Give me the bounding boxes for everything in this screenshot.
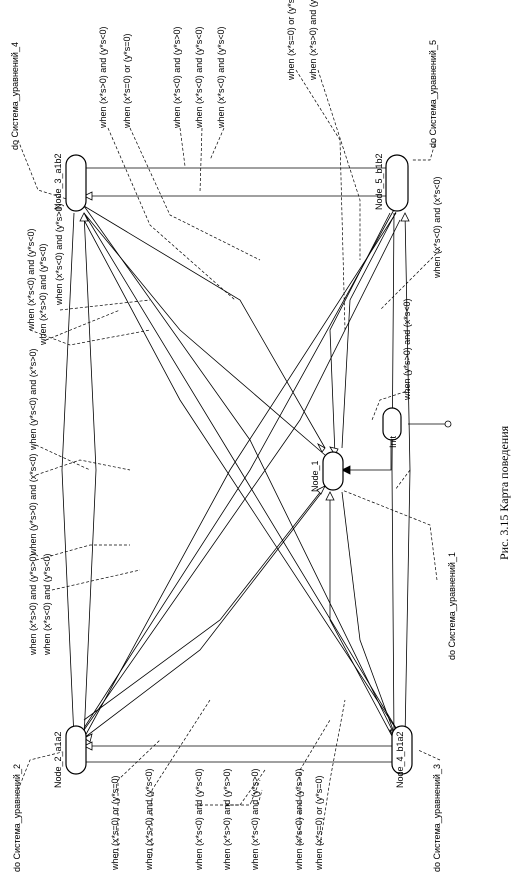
cond-top-4: when (x*s<0) and (y*s<0) (194, 26, 204, 129)
edge-n1-n5 (341, 211, 397, 449)
cond-bot-1: when (x*s=0) or (y*s=0) (110, 775, 120, 871)
cond-top-6: when (x*s=0) or (y*s=0) (286, 0, 296, 81)
edge-n3-n4 (83, 205, 397, 739)
cond-bot-2: when (x*s>0) and (y*s<0) (144, 768, 154, 871)
edge-n1-n3 (83, 212, 326, 456)
cond-top-5: when (x*s<0) and (y*s<0) (216, 26, 226, 129)
action-n2: do Система_уравнений_2 (12, 764, 22, 872)
node-3[interactable]: Node_3_a1b2 (53, 153, 87, 212)
cond-top-2: when (x*s=0) or (y*s=0) (122, 33, 132, 129)
node-5-label: Node_5_b1b2 (374, 153, 384, 210)
cond-top-3: when (x*s<0) and (y*s>0) (172, 26, 182, 129)
node-1[interactable]: Node_1 (310, 451, 344, 492)
action-n1: do Система_уравнений_1 (447, 552, 457, 660)
cond-mid-4: when (y*s<0) and (x*s>0) (28, 348, 38, 451)
edge-n1-n4 (341, 491, 397, 739)
edge-n4-n1 (329, 492, 393, 737)
cond-bot-3: when (x*s<0) and (y*s<0) (194, 768, 204, 871)
arrow-heads (69, 163, 410, 767)
cond-right-1: when (x*s<0) and (x*s<0) (432, 176, 442, 279)
label-leaders (17, 69, 441, 856)
node-2[interactable]: Node_2_a1a2 (53, 725, 87, 788)
init-node-label: Init (388, 435, 398, 448)
edge-n5-n2-b (83, 219, 401, 731)
edge-n2-n5 (83, 205, 397, 729)
edge-n5-n4 (391, 212, 395, 739)
action-n3: do Система_уравнений_3 (432, 764, 442, 872)
node-5[interactable]: Node_5_b1b2 (374, 153, 409, 212)
node-4[interactable]: Node_4_b1a2 (391, 725, 413, 788)
cond-mid-3: when (x*s<0) and (y*s>0) (54, 203, 64, 306)
edge-n3-n1 (83, 205, 326, 449)
initial-state-icon (444, 420, 452, 428)
node-2-label: Node_2_a1a2 (53, 731, 63, 788)
cond-mid-7: when (x*s<0) and (y*s<0) (42, 553, 52, 656)
edge-n1-n2 (83, 491, 323, 739)
cond-mid-1: when (x*s<0) and (y*s<0) (26, 228, 36, 331)
cond-top-1: when (x*s>0) and (y*s<0) (98, 26, 108, 129)
action-n4: do Система_уравнений_4 (10, 42, 20, 150)
cond-right-2: when (y*s>0) and (x*s<0) (402, 298, 412, 401)
cond-bot-6: when (x*s<0) and (y*s>0) (294, 768, 304, 871)
cond-top-7: when (x*s>0) and (y*s>0) (308, 0, 318, 81)
edge-n2-n1 (83, 485, 326, 721)
edge-n2-n3 (83, 212, 97, 739)
action-n5: do Система_уравнений_5 (428, 40, 438, 148)
edge-init-n1 (342, 440, 392, 471)
cond-mid-6: when (x*s>0) and (y*s>0) (28, 553, 38, 656)
action-labels: do Система_уравнений_4 do Система_уравне… (10, 40, 457, 872)
cond-bot-4: when (x*s>0) and (y*s>0) (222, 768, 232, 871)
edge-n5-n1 (329, 212, 391, 456)
figure-caption: Рис. 3.15 Карта поведения (497, 425, 511, 560)
cond-mid-5: when (y*s>0) and (x*s<0) (28, 453, 38, 556)
cond-bot-5: when (x*s<0) and (y*s>0) (250, 768, 260, 871)
edge-n3-n4-b (83, 219, 401, 736)
edge-n5-n2 (83, 212, 397, 739)
edge-n3-n2 (61, 212, 75, 739)
node-3-label: Node_3_a1b2 (53, 153, 63, 210)
node-4-label: Node_4_b1a2 (395, 731, 405, 788)
condition-labels: when (x*s>0) and (y*s<0) when (x*s=0) or… (26, 0, 442, 871)
edge-n4-n3 (83, 212, 397, 729)
transition-edges (61, 167, 411, 763)
cond-bot-7: when (x*s=0) or (y*s=0) (314, 775, 324, 871)
node-1-label: Node_1 (310, 460, 320, 492)
cond-mid-2: when (x*s>0) and (y*s<0) (38, 243, 48, 346)
init-node[interactable]: Init (382, 407, 452, 448)
